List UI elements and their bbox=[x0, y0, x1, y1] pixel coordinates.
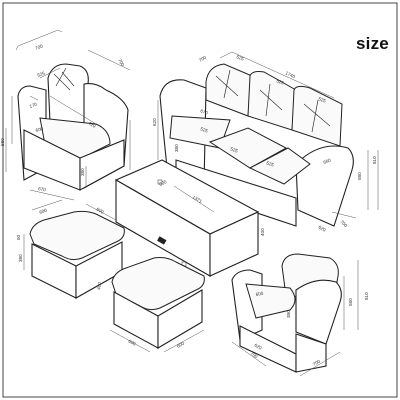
dim-label: 620 bbox=[254, 343, 264, 351]
dim-label: 525 bbox=[318, 96, 327, 103]
dim-label: 700 bbox=[339, 219, 348, 228]
armchair-bottom-labels: 700 700 580 810 600 620 380 bbox=[249, 291, 369, 367]
dim-label: 700 bbox=[117, 58, 125, 68]
dim-label: 400 bbox=[96, 281, 102, 290]
dim-label: 380 bbox=[80, 168, 85, 176]
table-handle bbox=[157, 236, 167, 245]
dim-label: 1371 bbox=[192, 195, 204, 205]
dim-label: 1740 bbox=[285, 70, 297, 79]
dim-label: 670 bbox=[200, 108, 209, 115]
dim-label: 600 bbox=[96, 207, 106, 215]
armchair-bottom-right bbox=[231, 253, 359, 377]
dim-label: 600 bbox=[39, 207, 48, 214]
armchair-top-left bbox=[5, 29, 131, 201]
dim-label: 525 bbox=[230, 146, 239, 153]
dim-label: 525 bbox=[236, 54, 245, 61]
dim-label: 600 bbox=[35, 126, 44, 133]
dim-label: 660 bbox=[323, 157, 332, 164]
sofa-labels: 1740 700 525 525 525 620 670 525 525 525… bbox=[152, 54, 377, 233]
dim-label: 620 bbox=[152, 118, 157, 126]
dim-label: 50 bbox=[16, 234, 21, 240]
dim-label: 600 bbox=[158, 179, 167, 187]
dim-label: 580 bbox=[357, 172, 362, 180]
coffee-table bbox=[114, 159, 260, 277]
dim-label: 700 bbox=[198, 54, 208, 62]
dim-label: 400 bbox=[260, 228, 265, 236]
dim-label: 700 bbox=[35, 43, 44, 51]
dim-label: 600 bbox=[128, 339, 138, 347]
dim-label: 525 bbox=[200, 126, 209, 133]
dim-label: 700 bbox=[249, 351, 259, 360]
armchair-top-labels: 700 700 525 170 580 600 420 380 670 bbox=[0, 43, 126, 192]
table-labels: 1371 600 400 bbox=[158, 179, 265, 236]
dim-label: 580 bbox=[348, 298, 353, 306]
dim-label: 420 bbox=[88, 121, 98, 129]
dim-label: 810 bbox=[372, 156, 377, 164]
dim-label: 380 bbox=[18, 254, 23, 262]
dim-label: 670 bbox=[38, 186, 47, 192]
dim-label: 620 bbox=[318, 225, 328, 233]
dim-label: 600 bbox=[255, 291, 264, 297]
dim-label: 580 bbox=[0, 138, 5, 146]
dim-label: 600 bbox=[176, 340, 186, 348]
dim-label: 380 bbox=[286, 310, 291, 318]
dim-label: 170 bbox=[29, 101, 38, 108]
dim-label: 525 bbox=[266, 160, 275, 167]
dim-label: 380 bbox=[174, 144, 179, 152]
ottoman-left-labels: 600 600 380 50 400 bbox=[16, 207, 105, 291]
dim-label: 810 bbox=[364, 292, 369, 300]
dim-label: 525 bbox=[276, 78, 285, 85]
three-seat-sofa bbox=[157, 51, 379, 227]
dim-label: 525 bbox=[37, 70, 46, 77]
ottoman-right-labels: 600 600 bbox=[128, 339, 186, 349]
ottoman-right bbox=[109, 257, 205, 353]
dim-label: 700 bbox=[312, 358, 322, 366]
page-title: size bbox=[356, 34, 389, 53]
table-corner-mark bbox=[157, 179, 163, 185]
ottoman-left bbox=[23, 199, 125, 299]
